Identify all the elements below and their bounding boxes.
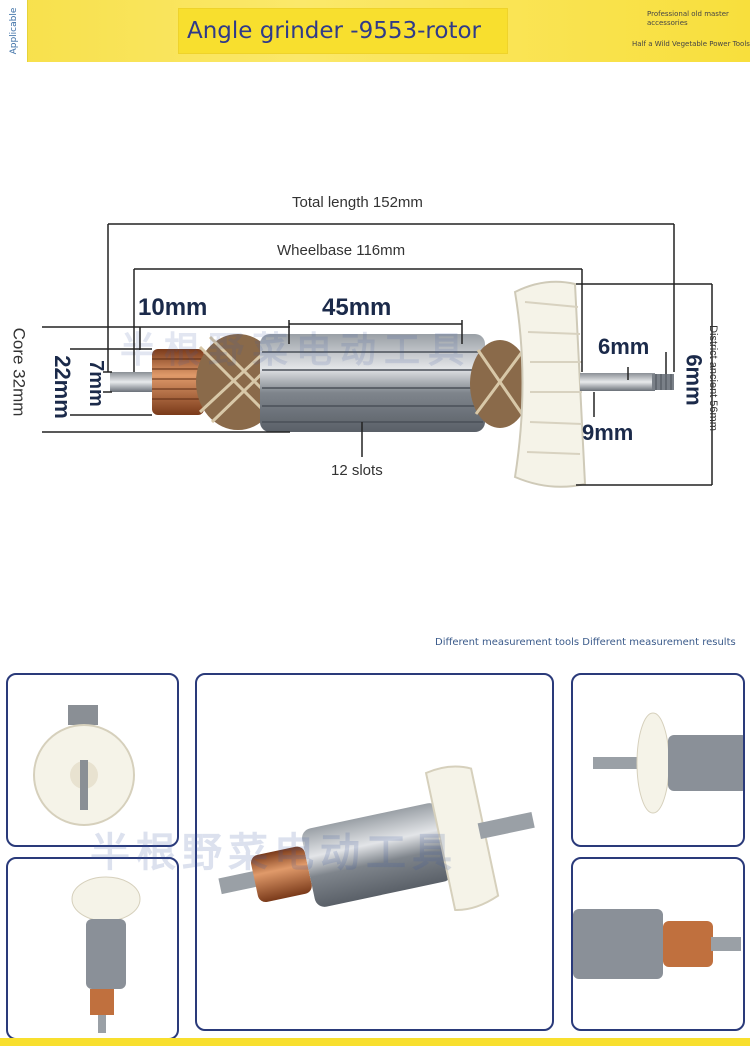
rotor-diagram: 半根野菜电动工具 (0, 62, 750, 662)
bottom-bar (0, 1038, 750, 1046)
total-length-label: Total length 152mm (292, 194, 423, 211)
commutator-photo (573, 909, 741, 979)
photo-panel-vertical (6, 857, 179, 1040)
photo-panel-main (195, 673, 554, 1031)
bottom-watermark: 半根野菜电动工具 (90, 830, 458, 876)
fan-front-photo (33, 705, 135, 826)
threaded-end (652, 374, 674, 390)
rotor-illustration: 半根野菜电动工具 (42, 223, 713, 488)
left-shaft (110, 372, 155, 392)
brand-line-1: Professional old master accessories (647, 10, 729, 27)
measurement-note: Different measurement tools Different me… (435, 637, 736, 648)
thread-diameter-label: 6mm (681, 354, 707, 406)
wheelbase-label: Wheelbase 116mm (277, 242, 406, 259)
applicable-tab: Applicable (0, 0, 28, 62)
right-shaft (580, 373, 655, 391)
slots-label: 12 slots (331, 462, 383, 479)
title-box: Angle grinder -9553-rotor (178, 8, 508, 54)
fan-side-photo (593, 712, 743, 814)
right-shaft-diameter-label: 9mm (582, 420, 634, 445)
core-diameter-label: Core 32mm (9, 327, 29, 417)
commutator-diameter-label: 22mm (49, 355, 75, 419)
fan (513, 280, 587, 488)
photo-panel-commutator (571, 857, 745, 1031)
brand-line-2: Half a Wild Vegetable Power Tools (632, 40, 750, 48)
photo-panel-fan-front (6, 673, 179, 847)
main-rotor-photo (218, 765, 535, 911)
page-title: Angle grinder -9553-rotor (187, 18, 482, 44)
diagram-watermark: 半根野菜电动工具 (120, 330, 472, 371)
stack-length-label: 45mm (322, 294, 392, 321)
commutator-length-label: 10mm (138, 294, 208, 321)
applicable-label: Applicable (8, 7, 19, 55)
left-shaft-diameter-label: 7mm (84, 360, 107, 407)
header-banner: Applicable Angle grinder -9553-rotor Pro… (0, 0, 750, 62)
armature-stack (260, 334, 485, 432)
fan-diameter-label: District ancient 56mm (706, 325, 719, 431)
photo-panel-fan-side (571, 673, 745, 847)
right-shaft-length-label: 6mm (598, 334, 650, 359)
vertical-rotor-photo (71, 876, 141, 1033)
